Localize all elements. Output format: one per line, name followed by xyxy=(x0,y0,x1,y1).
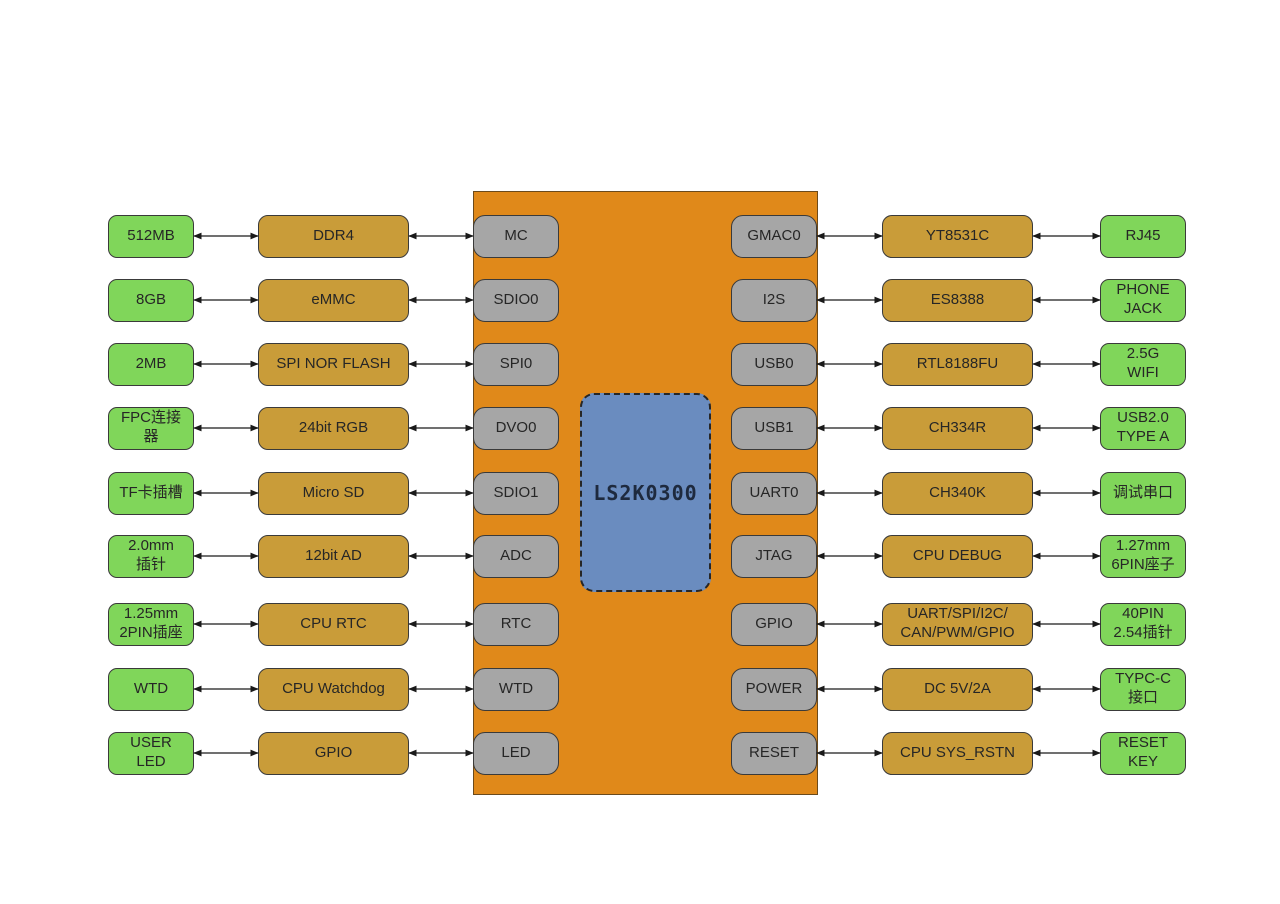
right-interface-port: I2S xyxy=(731,278,817,322)
left-device-box: 1.25mm 2PIN插座 xyxy=(108,602,194,646)
right-interface-port: POWER xyxy=(731,667,817,711)
right-component-box: CPU DEBUG xyxy=(882,534,1033,578)
left-device-box: 512MB xyxy=(108,214,194,258)
left-component-box: CPU Watchdog xyxy=(258,667,409,711)
right-component-box: CH340K xyxy=(882,471,1033,515)
left-component-box: eMMC xyxy=(258,278,409,322)
right-component-box: CPU SYS_RSTN xyxy=(882,731,1033,775)
right-device-box: 40PIN 2.54插针 xyxy=(1100,602,1186,646)
right-component-box: ES8388 xyxy=(882,278,1033,322)
left-device-box: USER LED xyxy=(108,731,194,775)
right-device-box: TYPC-C 接口 xyxy=(1100,667,1186,711)
right-component-box: DC 5V/2A xyxy=(882,667,1033,711)
left-interface-port: ADC xyxy=(473,534,559,578)
left-interface-port: SPI0 xyxy=(473,342,559,386)
left-component-box: DDR4 xyxy=(258,214,409,258)
right-component-box: CH334R xyxy=(882,406,1033,450)
left-device-box: WTD xyxy=(108,667,194,711)
left-device-box: TF卡插槽 xyxy=(108,471,194,515)
left-device-box: 2MB xyxy=(108,342,194,386)
right-device-box: USB2.0 TYPE A xyxy=(1100,406,1186,450)
left-device-box: 2.0mm 插针 xyxy=(108,534,194,578)
left-device-box: 8GB xyxy=(108,278,194,322)
cpu-core-label: LS2K0300 xyxy=(580,393,711,592)
left-interface-port: WTD xyxy=(473,667,559,711)
left-device-box: FPC连接 器 xyxy=(108,406,194,450)
left-interface-port: RTC xyxy=(473,602,559,646)
right-device-box: PHONE JACK xyxy=(1100,278,1186,322)
left-interface-port: DVO0 xyxy=(473,406,559,450)
right-interface-port: GPIO xyxy=(731,602,817,646)
left-interface-port: SDIO1 xyxy=(473,471,559,515)
right-interface-port: JTAG xyxy=(731,534,817,578)
right-device-box: RJ45 xyxy=(1100,214,1186,258)
right-device-box: 2.5G WIFI xyxy=(1100,342,1186,386)
right-interface-port: GMAC0 xyxy=(731,214,817,258)
left-interface-port: MC xyxy=(473,214,559,258)
right-interface-port: UART0 xyxy=(731,471,817,515)
left-component-box: GPIO xyxy=(258,731,409,775)
right-device-box: RESET KEY xyxy=(1100,731,1186,775)
left-component-box: 24bit RGB xyxy=(258,406,409,450)
right-device-box: 1.27mm 6PIN座子 xyxy=(1100,534,1186,578)
right-interface-port: RESET xyxy=(731,731,817,775)
right-component-box: YT8531C xyxy=(882,214,1033,258)
right-interface-port: USB1 xyxy=(731,406,817,450)
right-component-box: RTL8188FU xyxy=(882,342,1033,386)
left-component-box: 12bit AD xyxy=(258,534,409,578)
left-interface-port: LED xyxy=(473,731,559,775)
right-interface-port: USB0 xyxy=(731,342,817,386)
left-interface-port: SDIO0 xyxy=(473,278,559,322)
left-component-box: Micro SD xyxy=(258,471,409,515)
left-component-box: SPI NOR FLASH xyxy=(258,342,409,386)
right-component-box: UART/SPI/I2C/ CAN/PWM/GPIO xyxy=(882,602,1033,646)
right-device-box: 调试串口 xyxy=(1100,471,1186,515)
left-component-box: CPU RTC xyxy=(258,602,409,646)
